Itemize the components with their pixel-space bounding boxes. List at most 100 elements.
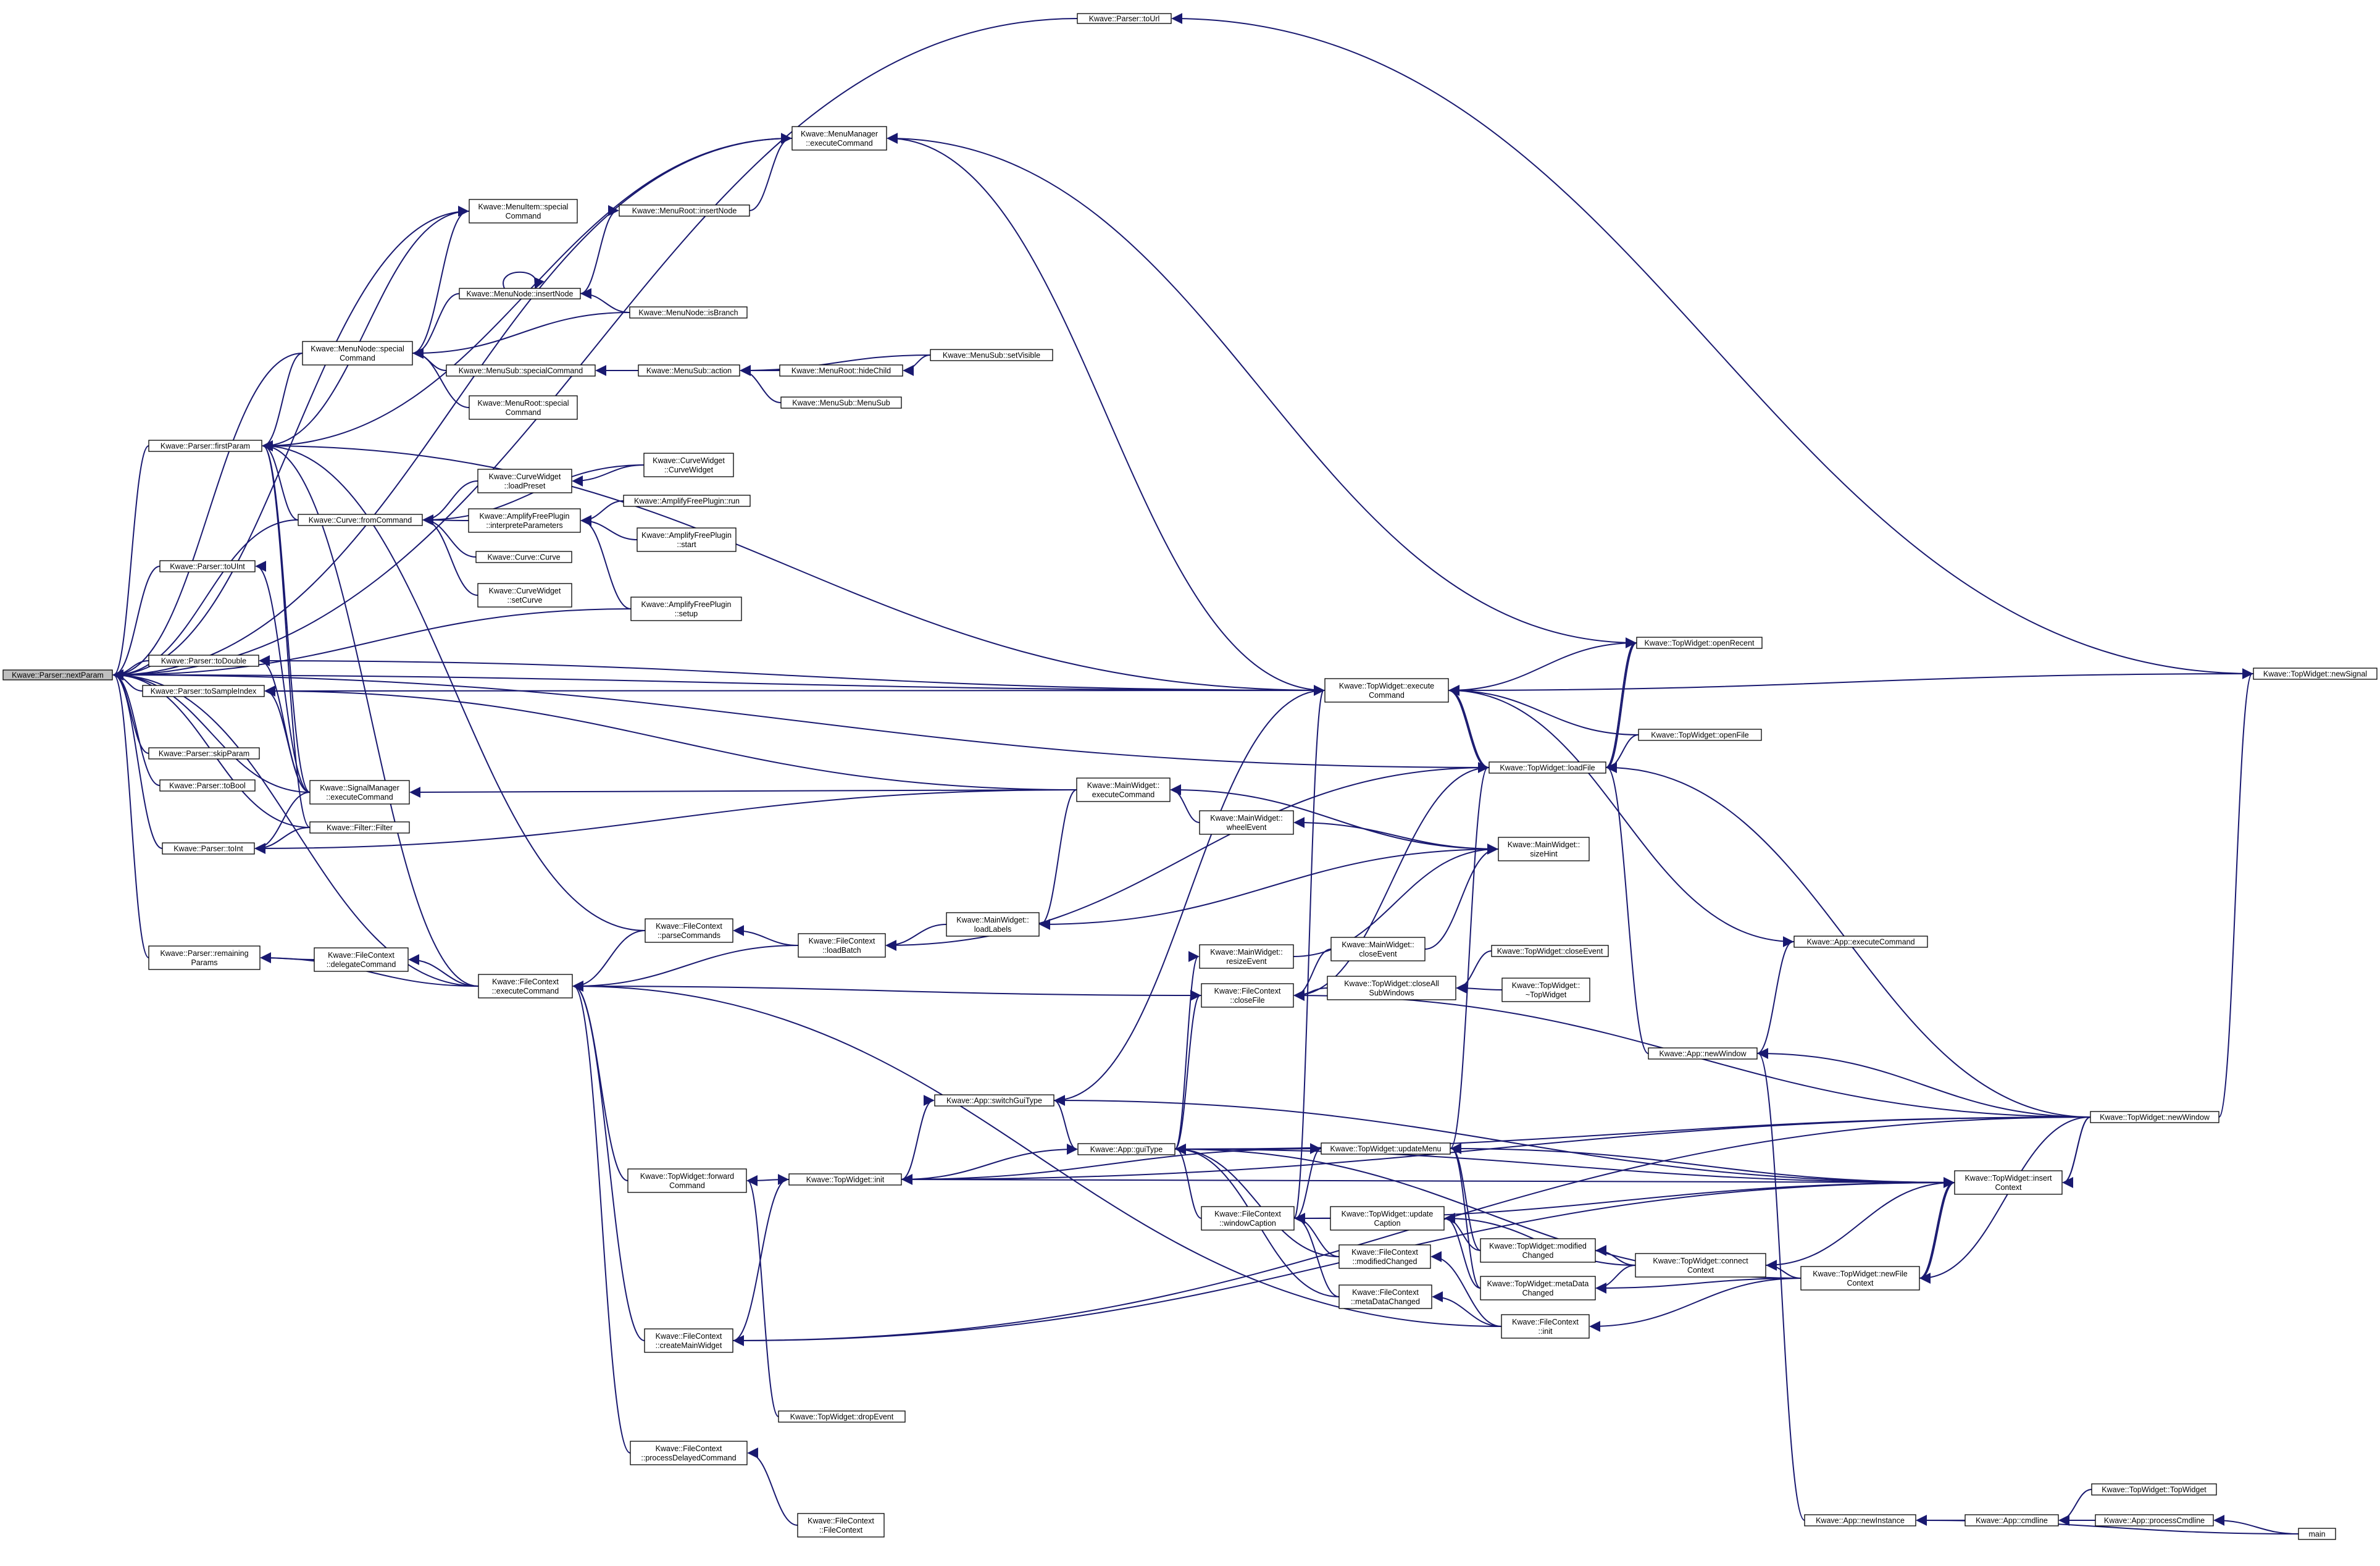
graph-node-menuMgrExec[interactable]: Kwave::MenuManager::executeCommand (791, 126, 887, 151)
graph-node-ampRun[interactable]: Kwave::AmplifyFreePlugin::run (623, 495, 751, 507)
node-label: Kwave::MainWidget:: (1342, 940, 1414, 949)
graph-node-twNewSignal[interactable]: Kwave::TopWidget::newSignal (2253, 668, 2378, 680)
graph-node-menuNodeIsBranch[interactable]: Kwave::MenuNode::isBranch (629, 306, 748, 319)
graph-node-toInt[interactable]: Kwave::Parser::toInt (162, 842, 255, 855)
node-label: ::loadBatch (822, 946, 861, 955)
graph-node-menuRootInsert[interactable]: Kwave::MenuRoot::insertNode (619, 204, 750, 217)
graph-node-twUpdateMenu[interactable]: Kwave::TopWidget::updateMenu (1321, 1142, 1451, 1155)
graph-node-curveWidgetCtor[interactable]: Kwave::CurveWidget::CurveWidget (643, 453, 734, 477)
graph-node-twDtor[interactable]: Kwave::TopWidget::~TopWidget (1501, 978, 1590, 1002)
graph-node-toBool[interactable]: Kwave::Parser::toBool (159, 779, 256, 792)
graph-node-menuSubAction[interactable]: Kwave::MenuSub::action (638, 364, 740, 377)
graph-node-twInit[interactable]: Kwave::TopWidget::init (788, 1173, 902, 1186)
call-edge (1293, 844, 1498, 957)
graph-node-twLoadFile[interactable]: Kwave::TopWidget::loadFile (1489, 761, 1606, 774)
graph-node-fcCloseFile[interactable]: Kwave::FileContext::closeFile (1201, 983, 1294, 1008)
node-label: ::delegateCommand (327, 960, 396, 969)
graph-node-fcMetaData[interactable]: Kwave::FileContext::metaDataChanged (1338, 1284, 1432, 1309)
graph-node-fcWindowCaption[interactable]: Kwave::FileContext::windowCaption (1201, 1206, 1295, 1231)
node-box (798, 933, 886, 958)
graph-node-twDrop[interactable]: Kwave::TopWidget::dropEvent (778, 1410, 906, 1423)
graph-node-twNewWindow[interactable]: Kwave::TopWidget::newWindow (2090, 1111, 2219, 1123)
graph-node-twOpenRecent[interactable]: Kwave::TopWidget::openRecent (1636, 637, 1763, 649)
graph-node-fcDelegate[interactable]: Kwave::FileContext::delegateCommand (314, 947, 409, 972)
node-label: Params (191, 958, 217, 967)
graph-node-twCloseEvent[interactable]: Kwave::TopWidget::closeEvent (1491, 945, 1609, 957)
node-box (778, 1410, 906, 1423)
node-box (1498, 837, 1590, 861)
graph-node-curveFrom[interactable]: Kwave::Curve::fromCommand (298, 514, 423, 526)
graph-node-menuNodeInsert[interactable]: Kwave::MenuNode::insertNode (459, 288, 581, 299)
graph-node-curveWidgetLoad[interactable]: Kwave::CurveWidget::loadPreset (477, 469, 572, 493)
graph-node-skipParam[interactable]: Kwave::Parser::skipParam (148, 747, 260, 760)
graph-node-mwWheel[interactable]: Kwave::MainWidget::wheelEvent (1199, 810, 1294, 835)
graph-node-appNewWindow[interactable]: Kwave::App::newWindow (1648, 1047, 1758, 1060)
graph-node-toUrl[interactable]: Kwave::Parser::toUrl (1077, 13, 1172, 24)
graph-node-curveWidgetSet[interactable]: Kwave::CurveWidget::setCurve (477, 583, 572, 608)
call-edge (2213, 1515, 2299, 1535)
graph-node-toDouble[interactable]: Kwave::Parser::toDouble (148, 655, 259, 667)
node-box (1480, 1238, 1596, 1263)
graph-node-ampStart[interactable]: Kwave::AmplifyFreePlugin::start (637, 527, 737, 552)
graph-node-fcCreateMain[interactable]: Kwave::FileContext::createMainWidget (644, 1328, 733, 1353)
graph-node-twExec[interactable]: Kwave::TopWidget::executeCommand (1324, 678, 1449, 703)
graph-node-fcModifiedChanged[interactable]: Kwave::FileContext::modifiedChanged (1338, 1244, 1431, 1269)
graph-node-appGuiType[interactable]: Kwave::App::guiType (1077, 1143, 1175, 1155)
graph-node-menuNodeSpecial[interactable]: Kwave::MenuNode::specialCommand (302, 341, 413, 366)
graph-node-ampInterprete[interactable]: Kwave::AmplifyFreePlugin::interpretePara… (468, 508, 581, 533)
graph-node-toUInt[interactable]: Kwave::Parser::toUInt (159, 560, 256, 572)
node-box (1635, 1253, 1766, 1278)
node-box (148, 747, 260, 760)
graph-node-sigMgrExec[interactable]: Kwave::SignalManager::executeCommand (309, 780, 410, 805)
call-edge (254, 789, 1077, 854)
graph-node-mwCloseEvent[interactable]: Kwave::MainWidget::closeEvent (1330, 937, 1426, 961)
graph-node-fcExec[interactable]: Kwave::FileContext::executeCommand (478, 974, 573, 999)
graph-node-twOpenFile[interactable]: Kwave::TopWidget::openFile (1638, 729, 1762, 741)
graph-node-fcInit[interactable]: Kwave::FileContext::init (1501, 1314, 1590, 1339)
graph-node-curveCurve[interactable]: Kwave::Curve::Curve (475, 551, 572, 563)
graph-node-menuRootSpecial[interactable]: Kwave::MenuRoot::specialCommand (469, 395, 578, 420)
graph-node-main[interactable]: main (2298, 1528, 2336, 1540)
call-edge (503, 271, 545, 290)
graph-node-menuSubSpecial[interactable]: Kwave::MenuSub::specialCommand (446, 364, 596, 377)
node-label: Kwave::App::guiType (1090, 1145, 1163, 1154)
graph-node-appCmdline[interactable]: Kwave::App::cmdline (1965, 1514, 2059, 1526)
graph-node-menuItemSpecial[interactable]: Kwave::MenuItem::specialCommand (469, 199, 578, 224)
graph-node-mwExec[interactable]: Kwave::MainWidget::executeCommand (1076, 777, 1171, 802)
graph-node-fcLoadBatch[interactable]: Kwave::FileContext::loadBatch (798, 933, 886, 958)
graph-node-toSampleIndex[interactable]: Kwave::Parser::toSampleIndex (142, 685, 265, 697)
graph-node-menuRootHide[interactable]: Kwave::MenuRoot::hideChild (779, 364, 903, 377)
graph-node-filterFilter[interactable]: Kwave::Filter::Filter (309, 821, 410, 834)
graph-node-fcProcessDelayed[interactable]: Kwave::FileContext::processDelayedComman… (630, 1441, 748, 1465)
graph-node-mwSizeHint[interactable]: Kwave::MainWidget::sizeHint (1498, 837, 1590, 861)
call-edge (1606, 762, 1649, 1054)
node-box (638, 364, 740, 377)
graph-node-menuSubSetVisible[interactable]: Kwave::MenuSub::setVisible (930, 349, 1053, 361)
graph-node-appProcessCmdline[interactable]: Kwave::App::processCmdline (2095, 1514, 2214, 1526)
node-label: Kwave::MenuSub::MenuSub (792, 399, 890, 408)
node-label: closeEvent (1359, 950, 1397, 958)
graph-node-appExec[interactable]: Kwave::App::executeCommand (1793, 936, 1928, 948)
graph-node-firstParam[interactable]: Kwave::Parser::firstParam (148, 440, 262, 452)
graph-node-appNewInstance[interactable]: Kwave::App::newInstance (1804, 1514, 1916, 1526)
graph-node-fcParse[interactable]: Kwave::FileContext::parseCommands (645, 918, 733, 943)
graph-node-twMetaData[interactable]: Kwave::TopWidget::metaDataChanged (1480, 1276, 1596, 1300)
graph-node-twTopWidget[interactable]: Kwave::TopWidget::TopWidget (2091, 1483, 2217, 1496)
graph-node-twModifiedChanged[interactable]: Kwave::TopWidget::modifiedChanged (1480, 1238, 1596, 1263)
call-edge (1448, 685, 1639, 735)
graph-node-fcCtor[interactable]: Kwave::FileContext::FileContext (797, 1513, 885, 1538)
graph-node-mwLoadLabels[interactable]: Kwave::MainWidget::loadLabels (946, 912, 1040, 937)
graph-node-ampSetup[interactable]: Kwave::AmplifyFreePlugin::setup (630, 597, 742, 621)
node-label: Kwave::TopWidget::openFile (1651, 731, 1748, 740)
graph-node-appSwitchGui[interactable]: Kwave::App::switchGuiType (934, 1094, 1054, 1107)
graph-node-menuSubMenuSub[interactable]: Kwave::MenuSub::MenuSub (780, 396, 902, 409)
graph-node-mwResize[interactable]: Kwave::MainWidget::resizeEvent (1199, 944, 1294, 969)
graph-node-nextParam[interactable]: Kwave::Parser::nextParam (2, 669, 113, 680)
